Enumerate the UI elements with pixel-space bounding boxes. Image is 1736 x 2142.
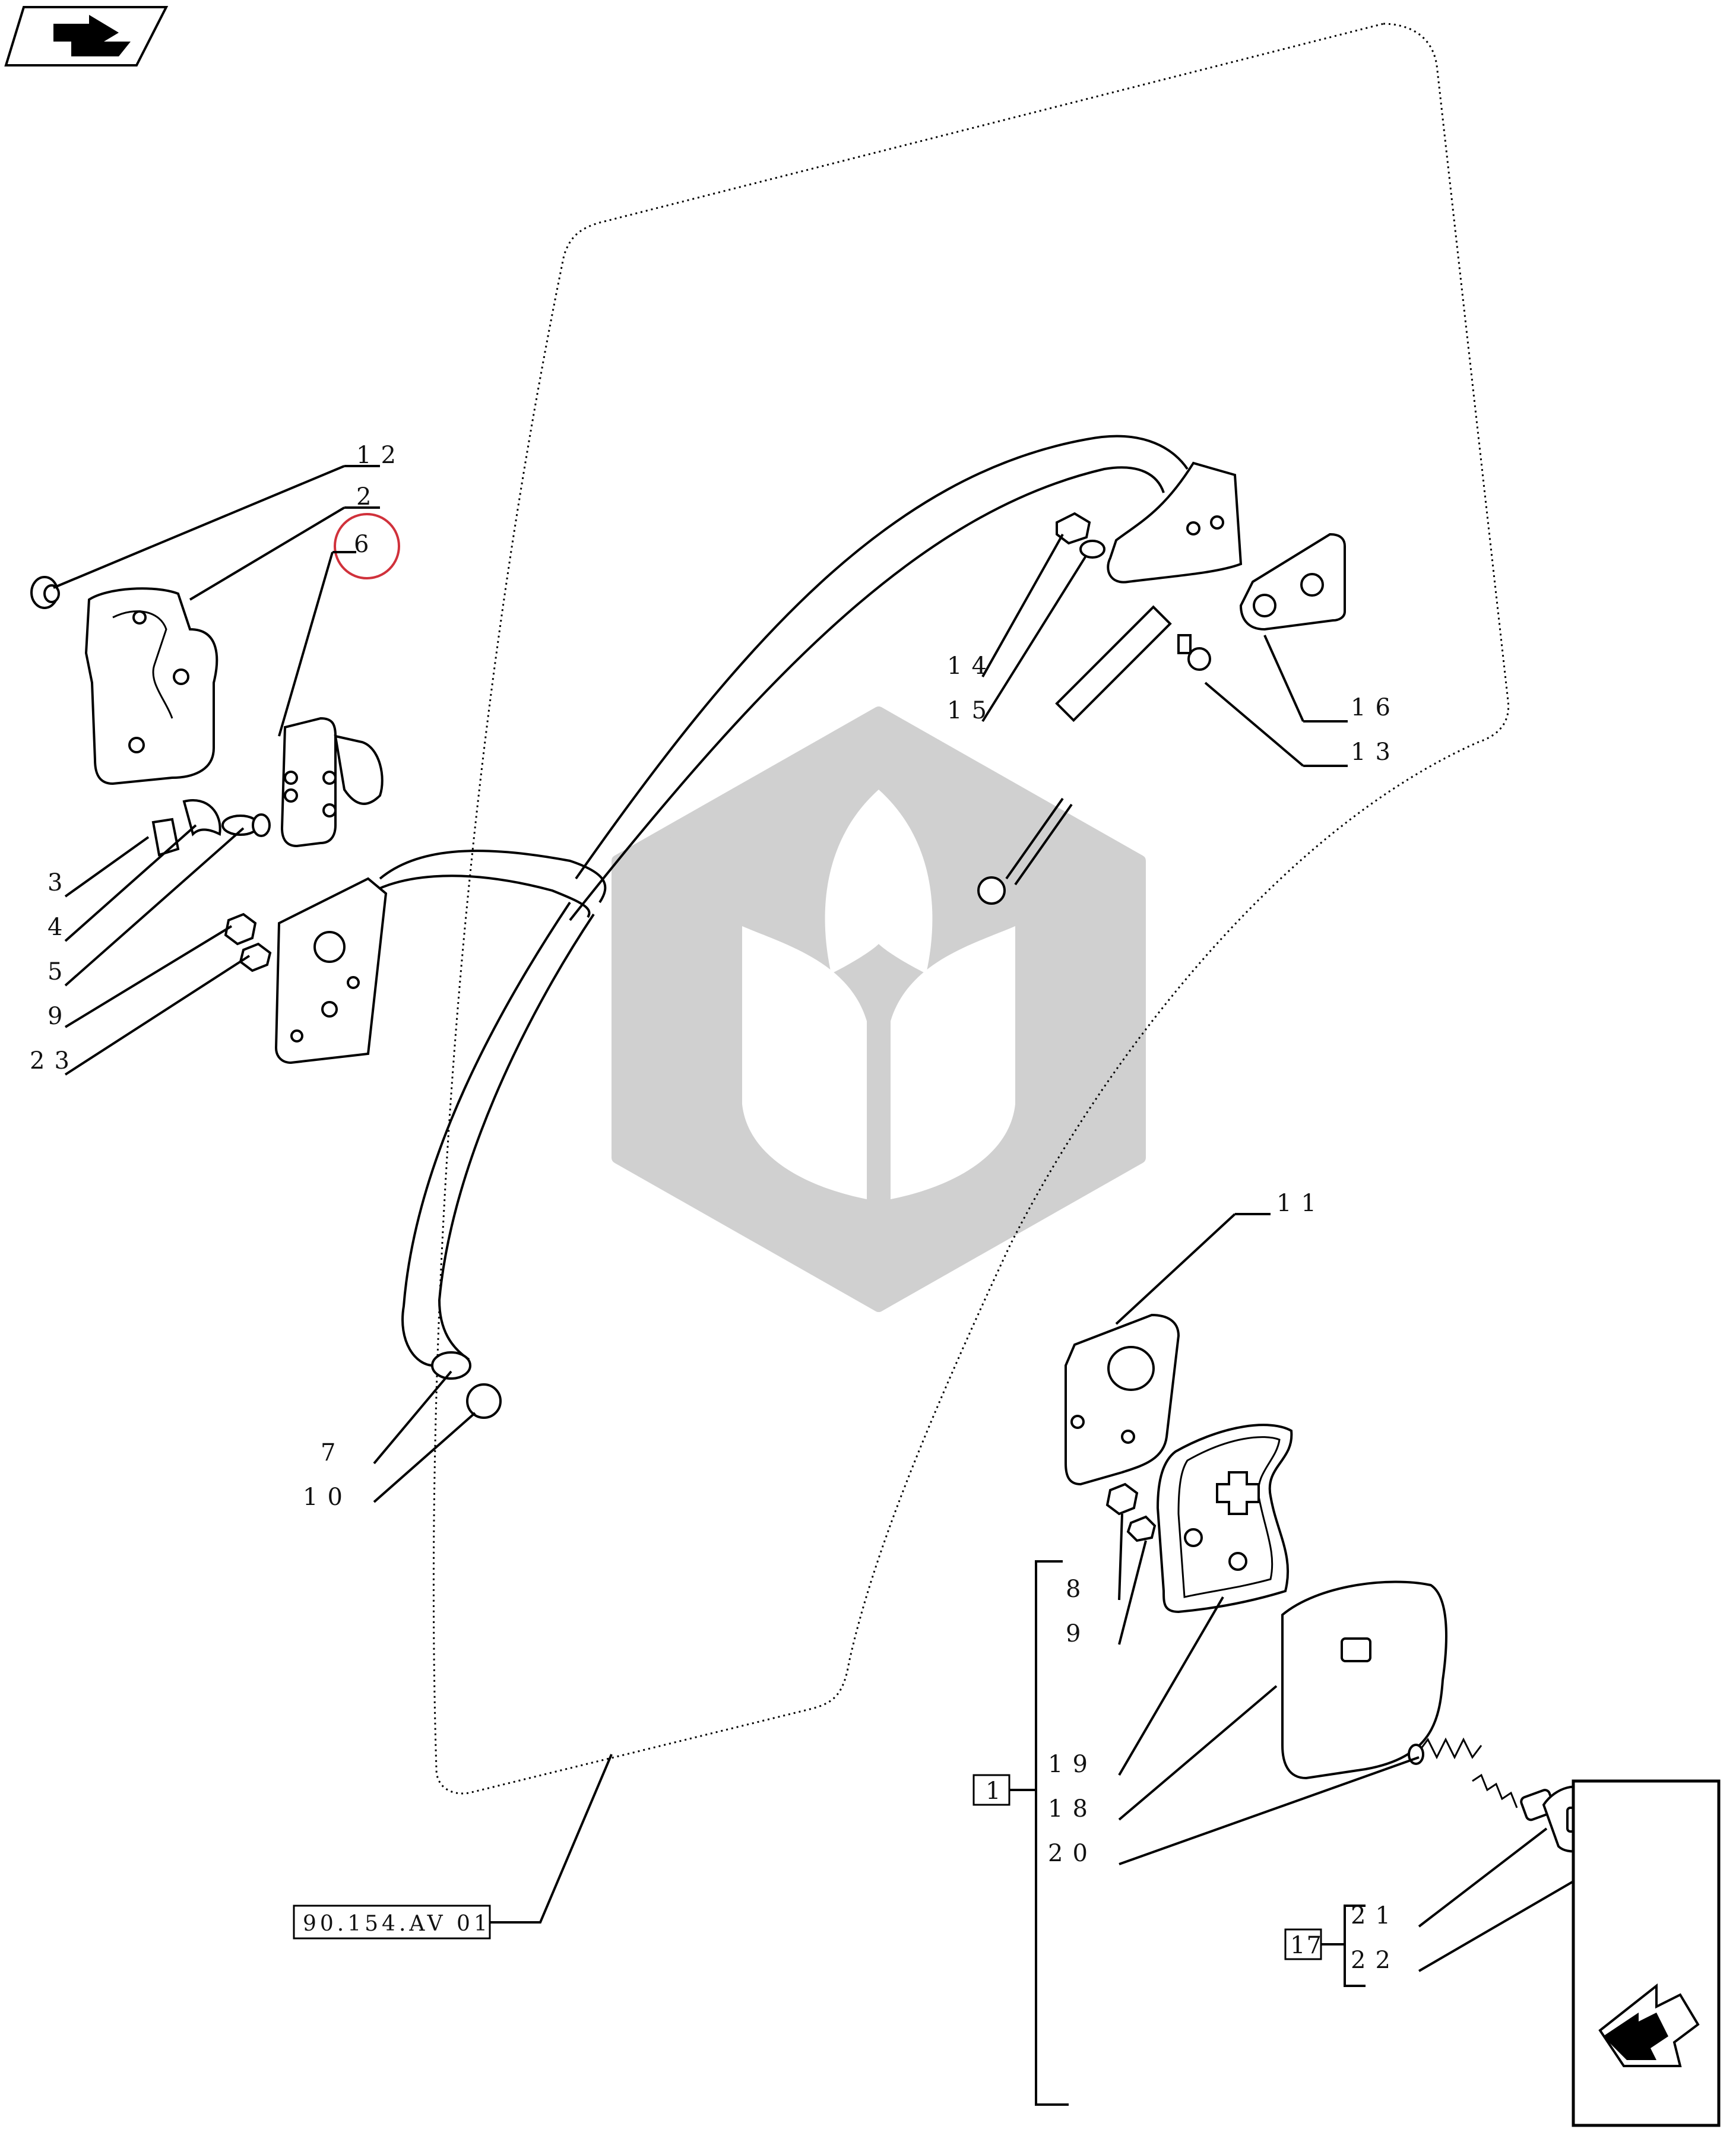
callout-9: 9 — [47, 1003, 72, 1030]
bracket-16 — [1239, 533, 1346, 631]
callout-22: 22 — [1351, 1947, 1400, 1974]
callout-8: 8 — [1066, 1576, 1090, 1603]
next-page-arrow-icon[interactable] — [1572, 1779, 1721, 2127]
plate-9-23 — [224, 877, 388, 1064]
plate-11 — [1065, 1313, 1180, 1486]
callout-3: 3 — [47, 869, 72, 896]
callout-6: 6 — [354, 531, 378, 558]
callout-20: 20 — [1048, 1840, 1097, 1867]
callout-12: 12 — [356, 442, 406, 469]
callout-4: 4 — [47, 914, 72, 941]
washer-10 — [466, 1383, 502, 1419]
callout-19: 19 — [1048, 1751, 1097, 1778]
parts-3-4-5 — [151, 799, 271, 857]
callout-5: 5 — [47, 958, 72, 986]
callout-9b: 9 — [1066, 1620, 1090, 1647]
callout-7: 7 — [321, 1439, 345, 1466]
reference-link[interactable]: 90.154.AV 01 — [303, 1912, 491, 1936]
callout-box-1: 1 — [972, 1774, 1010, 1806]
cap-12 — [30, 576, 60, 609]
handle-cover-18 — [1281, 1580, 1447, 1780]
callout-13: 13 — [1351, 739, 1400, 766]
svg-text:17: 17 — [1290, 1932, 1323, 1959]
callout-box-17: 17 — [1284, 1928, 1323, 1960]
wheat-leaf-watermark-icon — [612, 706, 1146, 1312]
highlight-circle — [334, 513, 400, 579]
callout-2: 2 — [356, 483, 381, 511]
callout-16: 16 — [1351, 694, 1400, 721]
escutcheon-19 — [1156, 1424, 1293, 1614]
svg-text:1: 1 — [986, 1777, 1000, 1805]
nuts-8-9 — [1105, 1482, 1157, 1542]
callout-15: 15 — [947, 697, 996, 724]
callout-14: 14 — [947, 652, 996, 680]
callout-10: 10 — [303, 1484, 352, 1511]
callout-18: 18 — [1048, 1795, 1097, 1823]
nut-14 — [1056, 512, 1105, 559]
reference-box[interactable]: 90.154.AV 01 — [293, 1905, 491, 1940]
callout-21: 21 — [1351, 1902, 1400, 1929]
lock-6 — [280, 717, 384, 848]
callout-labels: 12 2 6 3 4 5 9 23 7 10 14 15 16 13 11 8 … — [30, 442, 1400, 1974]
callout-11: 11 — [1276, 1190, 1326, 1217]
callout-23: 23 — [30, 1047, 79, 1075]
gas-strut-13 — [977, 605, 1211, 905]
latch-2 — [84, 587, 218, 785]
grab-handle-tube — [355, 435, 1243, 1419]
book-arrow-icon[interactable] — [4, 6, 169, 66]
